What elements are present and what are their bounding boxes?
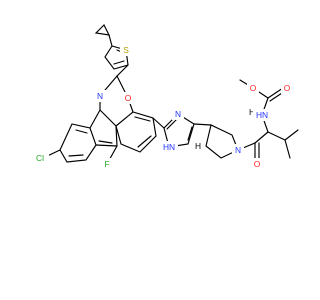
stereo-marks: H H <box>195 107 255 151</box>
amide-oxygen-atom-label: O <box>254 159 261 169</box>
stereo-h-abs2: H <box>249 107 255 117</box>
fluorine-atom-label: F <box>104 159 109 169</box>
imidazole-nitrogen-atom-label: N <box>175 109 181 119</box>
molecule-diagram: H H Cl N S O F N HN N O HN O O <box>31 24 299 170</box>
imidazole-nh-atom-label: HN <box>163 142 175 152</box>
ring-oxygen-atom-label: O <box>125 93 132 103</box>
carbamate-nh-atom-label: HN <box>256 110 268 120</box>
atom-labels: Cl N S O F N HN N O HN O O <box>31 44 293 170</box>
indole-nitrogen-atom-label: N <box>97 91 103 101</box>
pyrrolidine-nitrogen-atom-label: N <box>235 145 241 155</box>
stereo-h-abs1: H <box>195 141 201 151</box>
thiophene-sulfur-atom-label: S <box>123 45 129 55</box>
carbamate-oxygen-atom-label: O <box>284 83 291 93</box>
ester-oxygen-atom-label: O <box>250 83 257 93</box>
chlorine-atom-label: Cl <box>36 153 44 163</box>
